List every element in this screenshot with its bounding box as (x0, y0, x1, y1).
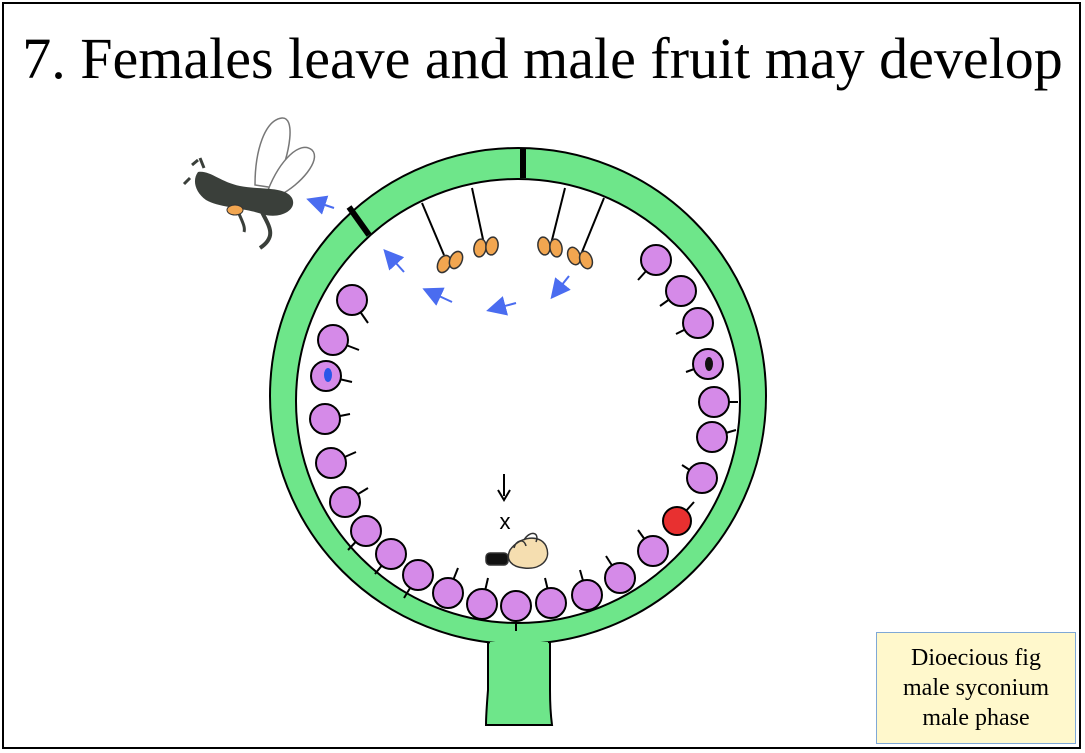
syconium-wall (270, 148, 766, 725)
caption-box: Dioecious fig male syconium male phase (876, 632, 1076, 744)
cross-mark: x (500, 509, 511, 534)
caption-line-2: male syconium (877, 673, 1075, 703)
female-wasp (184, 118, 314, 248)
wasp-in-ovary (705, 357, 713, 371)
caption-line-1: Dioecious fig (877, 643, 1075, 673)
egg-in-ovary (324, 368, 332, 382)
caption-line-3: male phase (877, 703, 1075, 733)
